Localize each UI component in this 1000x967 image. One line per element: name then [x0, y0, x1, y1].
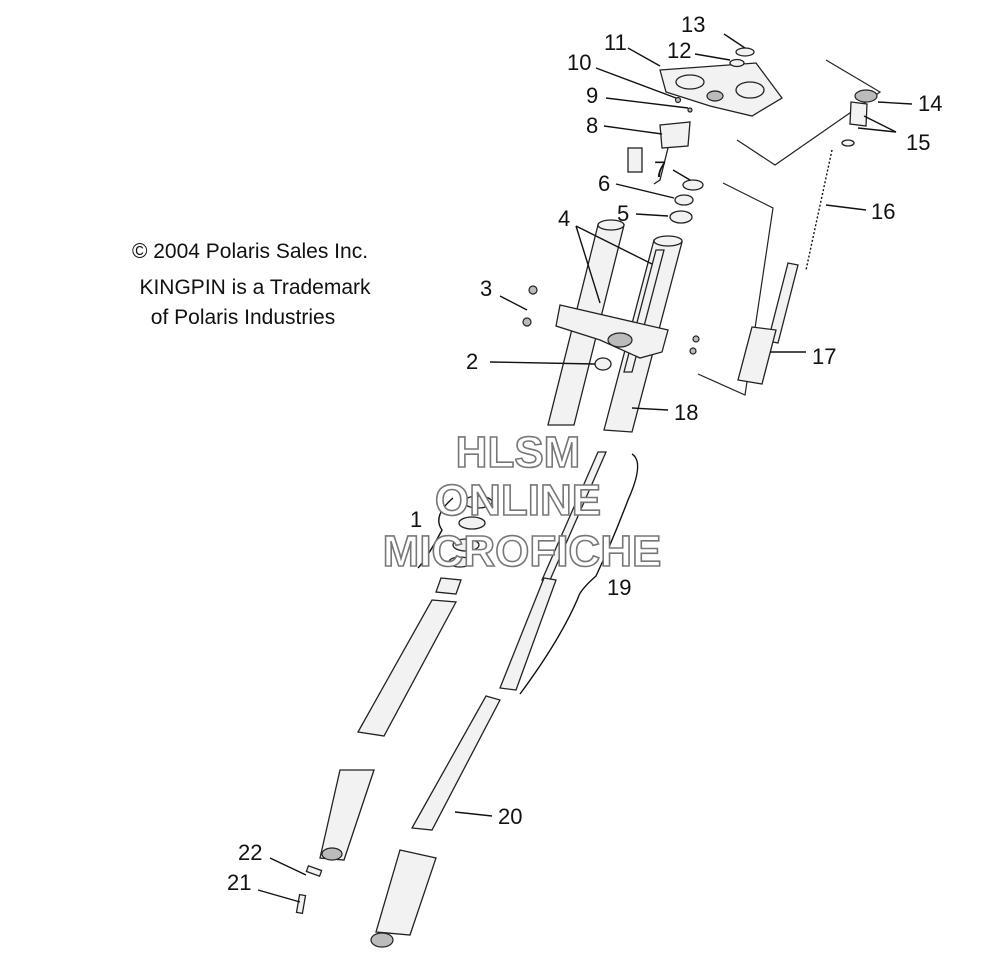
bolt-21 [295, 893, 307, 915]
exploded-box-top [736, 59, 882, 166]
callout-22: 22 [238, 840, 262, 865]
nut-12 [729, 58, 745, 68]
watermark: HLSM ONLINE MICROFICHE [382, 427, 662, 577]
callout-18: 18 [674, 400, 698, 425]
bracket-1 [417, 497, 454, 569]
spring-rod [767, 262, 799, 344]
callout-8: 8 [586, 113, 598, 138]
bolt-right-a [692, 335, 700, 343]
mounting-bracket [627, 121, 691, 185]
right-fork-leg-20 [370, 695, 501, 948]
upper-triple-clamp [659, 62, 783, 117]
callout-3: 3 [480, 276, 492, 301]
callout-14: 14 [918, 91, 942, 116]
callout-9: 9 [586, 83, 598, 108]
callout-16: 16 [871, 199, 895, 224]
lower-triple-clamp [555, 304, 669, 359]
callout-21: 21 [227, 870, 251, 895]
exploded-box-middle [697, 182, 774, 396]
bracket-19 [519, 453, 639, 695]
bolt-right-b [689, 347, 697, 355]
spacer-15 [849, 101, 868, 127]
screw-9 [687, 107, 693, 113]
bolt-3a [528, 285, 538, 295]
callout-11: 11 [604, 30, 627, 55]
callout-5: 5 [617, 201, 629, 226]
leader-lines [257, 33, 913, 903]
callout-19: 19 [607, 575, 631, 600]
washer-13 [735, 47, 755, 57]
callout-12: 12 [667, 38, 691, 63]
callout-10: 10 [567, 50, 591, 75]
bolt-22 [305, 864, 323, 878]
copyright-line-3: of Polaris Industries [151, 306, 335, 329]
copyright-notice: © 2004 Polaris Sales Inc. KINGPIN is a T… [132, 240, 371, 329]
watermark-line-3: MICROFICHE [383, 527, 662, 576]
callout-13: 13 [681, 12, 705, 37]
seal-kit [435, 495, 493, 595]
spacer-tube-17 [737, 326, 777, 385]
callout-20: 20 [498, 804, 522, 829]
callout-labels: 13 12 11 10 9 8 7 6 5 4 3 2 1 14 15 16 1… [227, 12, 942, 895]
bolt-3b [522, 317, 532, 327]
bearing-5 [669, 210, 693, 224]
callout-2: 2 [466, 349, 478, 374]
copyright-line-2: KINGPIN is a Trademark [139, 276, 371, 299]
damper-rod-19 [499, 451, 607, 691]
callout-17: 17 [812, 344, 836, 369]
callout-1: 1 [410, 507, 422, 532]
left-fork-leg [319, 599, 458, 861]
screw-10 [674, 96, 682, 104]
callout-6: 6 [598, 171, 610, 196]
watermark-line-2: ONLINE [435, 476, 601, 525]
bearing-7 [682, 179, 704, 191]
cap-14 [854, 89, 878, 103]
watermark-line-1: HLSM [456, 428, 581, 477]
copyright-line-1: © 2004 Polaris Sales Inc. [132, 240, 368, 263]
callout-15: 15 [906, 130, 930, 155]
callout-7: 7 [654, 157, 666, 182]
bearing-6 [674, 194, 694, 206]
fork-spring [805, 149, 833, 271]
callout-4: 4 [558, 206, 570, 231]
washer-15 [841, 139, 855, 147]
nut-2 [594, 357, 612, 371]
